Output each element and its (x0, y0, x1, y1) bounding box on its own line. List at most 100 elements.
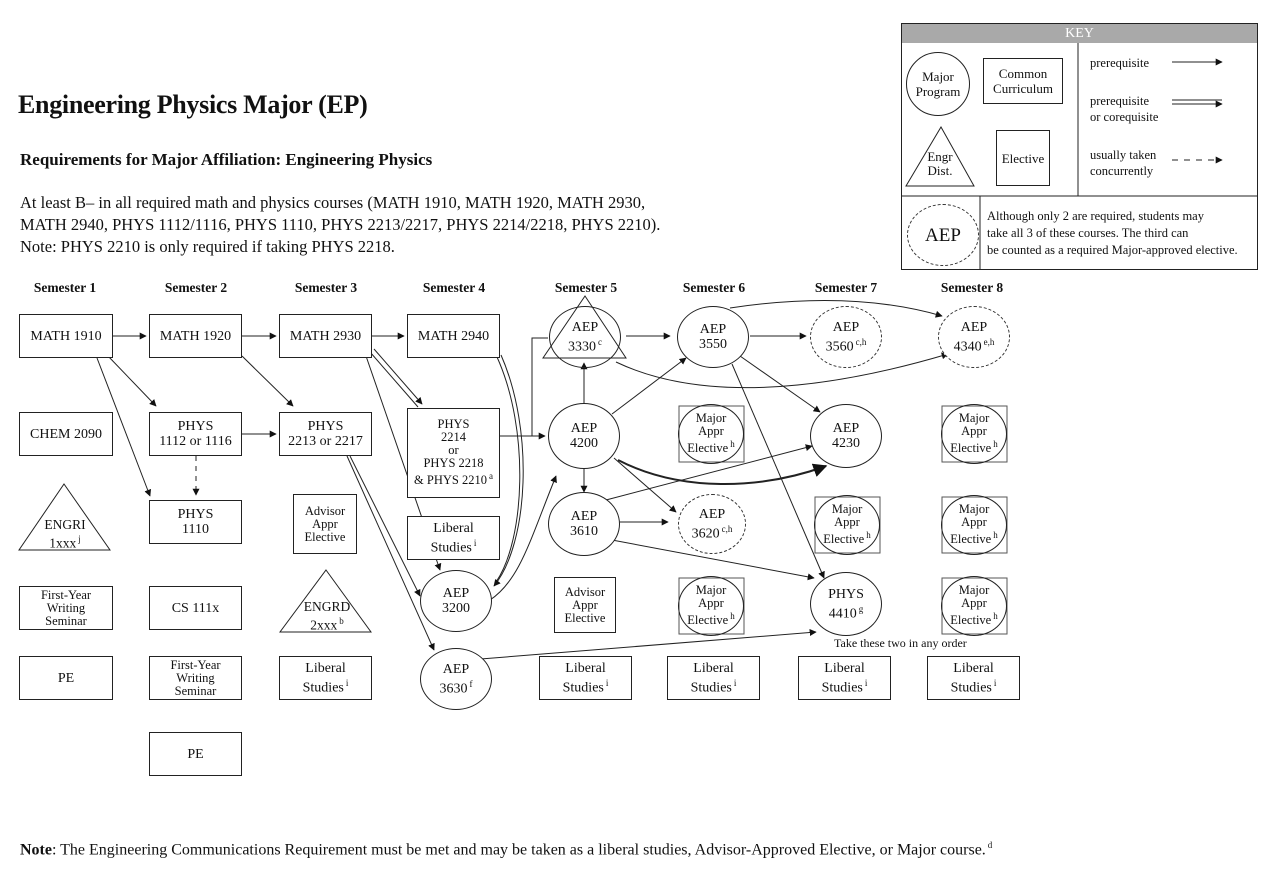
subtitle: Requirements for Major Affiliation: Engi… (20, 150, 433, 169)
course-advisor3: Advisor Appr Elective (293, 494, 357, 554)
fyws2-line3: Seminar (174, 683, 217, 698)
triangle-engrd (279, 569, 372, 633)
key-concurrent-label: usually taken concurrently (1090, 147, 1156, 179)
liberal7-line1: Liberal (824, 660, 865, 676)
arrow-aep3200-aep4200 (489, 475, 557, 601)
major8b-line2: Appr (961, 515, 987, 530)
major6b-line1: Major (695, 583, 727, 598)
liberal3-footnote: i (345, 677, 349, 688)
course-math1920: MATH 1920 (149, 314, 242, 358)
phys2214-line2: 2214 (441, 430, 466, 445)
course-math1920-label: MATH 1920 (159, 328, 232, 344)
phys2214-line3: or (448, 443, 459, 458)
arrow-aep3610-aep4230 (605, 444, 813, 501)
key-concurrent-line2: concurrently (1090, 164, 1154, 178)
aep4340-footnote: e,h (983, 336, 995, 347)
phys1112-line1: PHYS (177, 419, 214, 434)
fyws2-line2: Writing (176, 670, 215, 685)
major8a-line3: Elective (950, 441, 992, 456)
aep4340-line2: 4340 (953, 339, 982, 355)
semester-2-header: Semester 2 (164, 280, 228, 295)
key-major-program: Major Program (906, 52, 970, 116)
aep3200-line1: AEP (442, 586, 470, 601)
footer-note-label: Note (20, 841, 52, 859)
liberal6-line2: Studies (690, 680, 732, 696)
arrow-math1920-phys2213 (241, 355, 294, 407)
arrow-aep3550-aep4230 (739, 355, 821, 413)
course-chem2090: CHEM 2090 (19, 412, 113, 456)
phys2214-line1: PHYS (437, 417, 470, 432)
aep4230-line1: AEP (832, 421, 860, 436)
course-pe1: PE (19, 656, 113, 700)
major7-line1: Major (831, 502, 863, 517)
liberal4-line1: Liberal (433, 520, 474, 536)
key-engr-line1: Engr (927, 149, 953, 164)
key-aep-note-1: Although only 2 are required, students m… (987, 209, 1204, 223)
phys2213-line2: 2213 or 2217 (288, 434, 363, 449)
semester-6-header: Semester 6 (682, 280, 746, 295)
aep3330-footnote: c (598, 336, 602, 347)
liberal6-footnote: i (733, 677, 737, 688)
course-engri-footnote: j (78, 534, 81, 544)
key-engr-line2: Dist. (927, 163, 953, 178)
liberal7-footnote: i (864, 677, 868, 688)
aep3610-line2: 3610 (570, 524, 598, 539)
course-cs111x: CS 111x (149, 586, 242, 630)
key-aep-dashed-circle: AEP (907, 204, 979, 266)
course-pe2: PE (149, 732, 242, 776)
aep3330-line2: 3330 (568, 339, 596, 355)
course-math2930-label: MATH 2930 (289, 328, 362, 344)
major8b-footnote: h (993, 530, 998, 541)
liberal4-line2: Studies (430, 540, 472, 556)
order-note: Take these two in any order (834, 636, 967, 650)
semester-7-header: Semester 7 (814, 280, 878, 295)
key-common-line2: Curriculum (993, 81, 1053, 96)
advisor5-line3: Elective (564, 610, 606, 625)
major6a-line1: Major (695, 411, 727, 426)
semester-5-header: Semester 5 (554, 280, 618, 295)
aep3620-line2: 3620 (691, 526, 720, 542)
major6b-footnote: h (730, 611, 735, 622)
arrow-aep3630-phys4410 (467, 629, 817, 661)
fyws1-line1: First-Year (40, 587, 92, 602)
arrow-aep4200-aep4230 (617, 459, 828, 486)
course-phys1112: PHYS 1112 or 1116 (149, 412, 242, 456)
aep3550-line2: 3550 (699, 337, 727, 352)
fyws2-line1: First-Year (170, 657, 221, 672)
key-common-line1: Common (998, 66, 1048, 81)
arrow-aep4200-aep3550 (611, 357, 687, 415)
key-coreq-label: prerequisite or corequisite (1090, 93, 1158, 125)
key-coreq-line1: prerequisite (1090, 94, 1150, 108)
aep3560-footnote: c,h (855, 336, 867, 347)
arrow-aep3610-phys4410 (611, 539, 815, 581)
advisor5-line1: Advisor (564, 584, 606, 599)
major8b-line3: Elective (950, 532, 992, 547)
aep3330-line1: AEP (571, 319, 599, 335)
aep3560-line1: AEP (832, 319, 860, 335)
key-aep-note: Although only 2 are required, students m… (987, 208, 1238, 259)
aep3200-line2: 3200 (442, 601, 470, 616)
course-aep4230: AEP 4230 (810, 404, 882, 468)
intro-line-1: At least B– in all required math and phy… (20, 193, 646, 212)
major7-footnote: h (866, 530, 871, 541)
major8c-line1: Major (958, 583, 990, 598)
aep4340-line1: AEP (960, 319, 988, 335)
legend-key: KEY (901, 23, 1258, 270)
advisor3-line3: Elective (304, 529, 346, 544)
liberal4-footnote: i (473, 537, 477, 548)
course-engrd-line2: 2xxx (310, 617, 338, 633)
aep3560-line2: 3560 (825, 339, 854, 355)
liberal3-line1: Liberal (305, 660, 346, 676)
